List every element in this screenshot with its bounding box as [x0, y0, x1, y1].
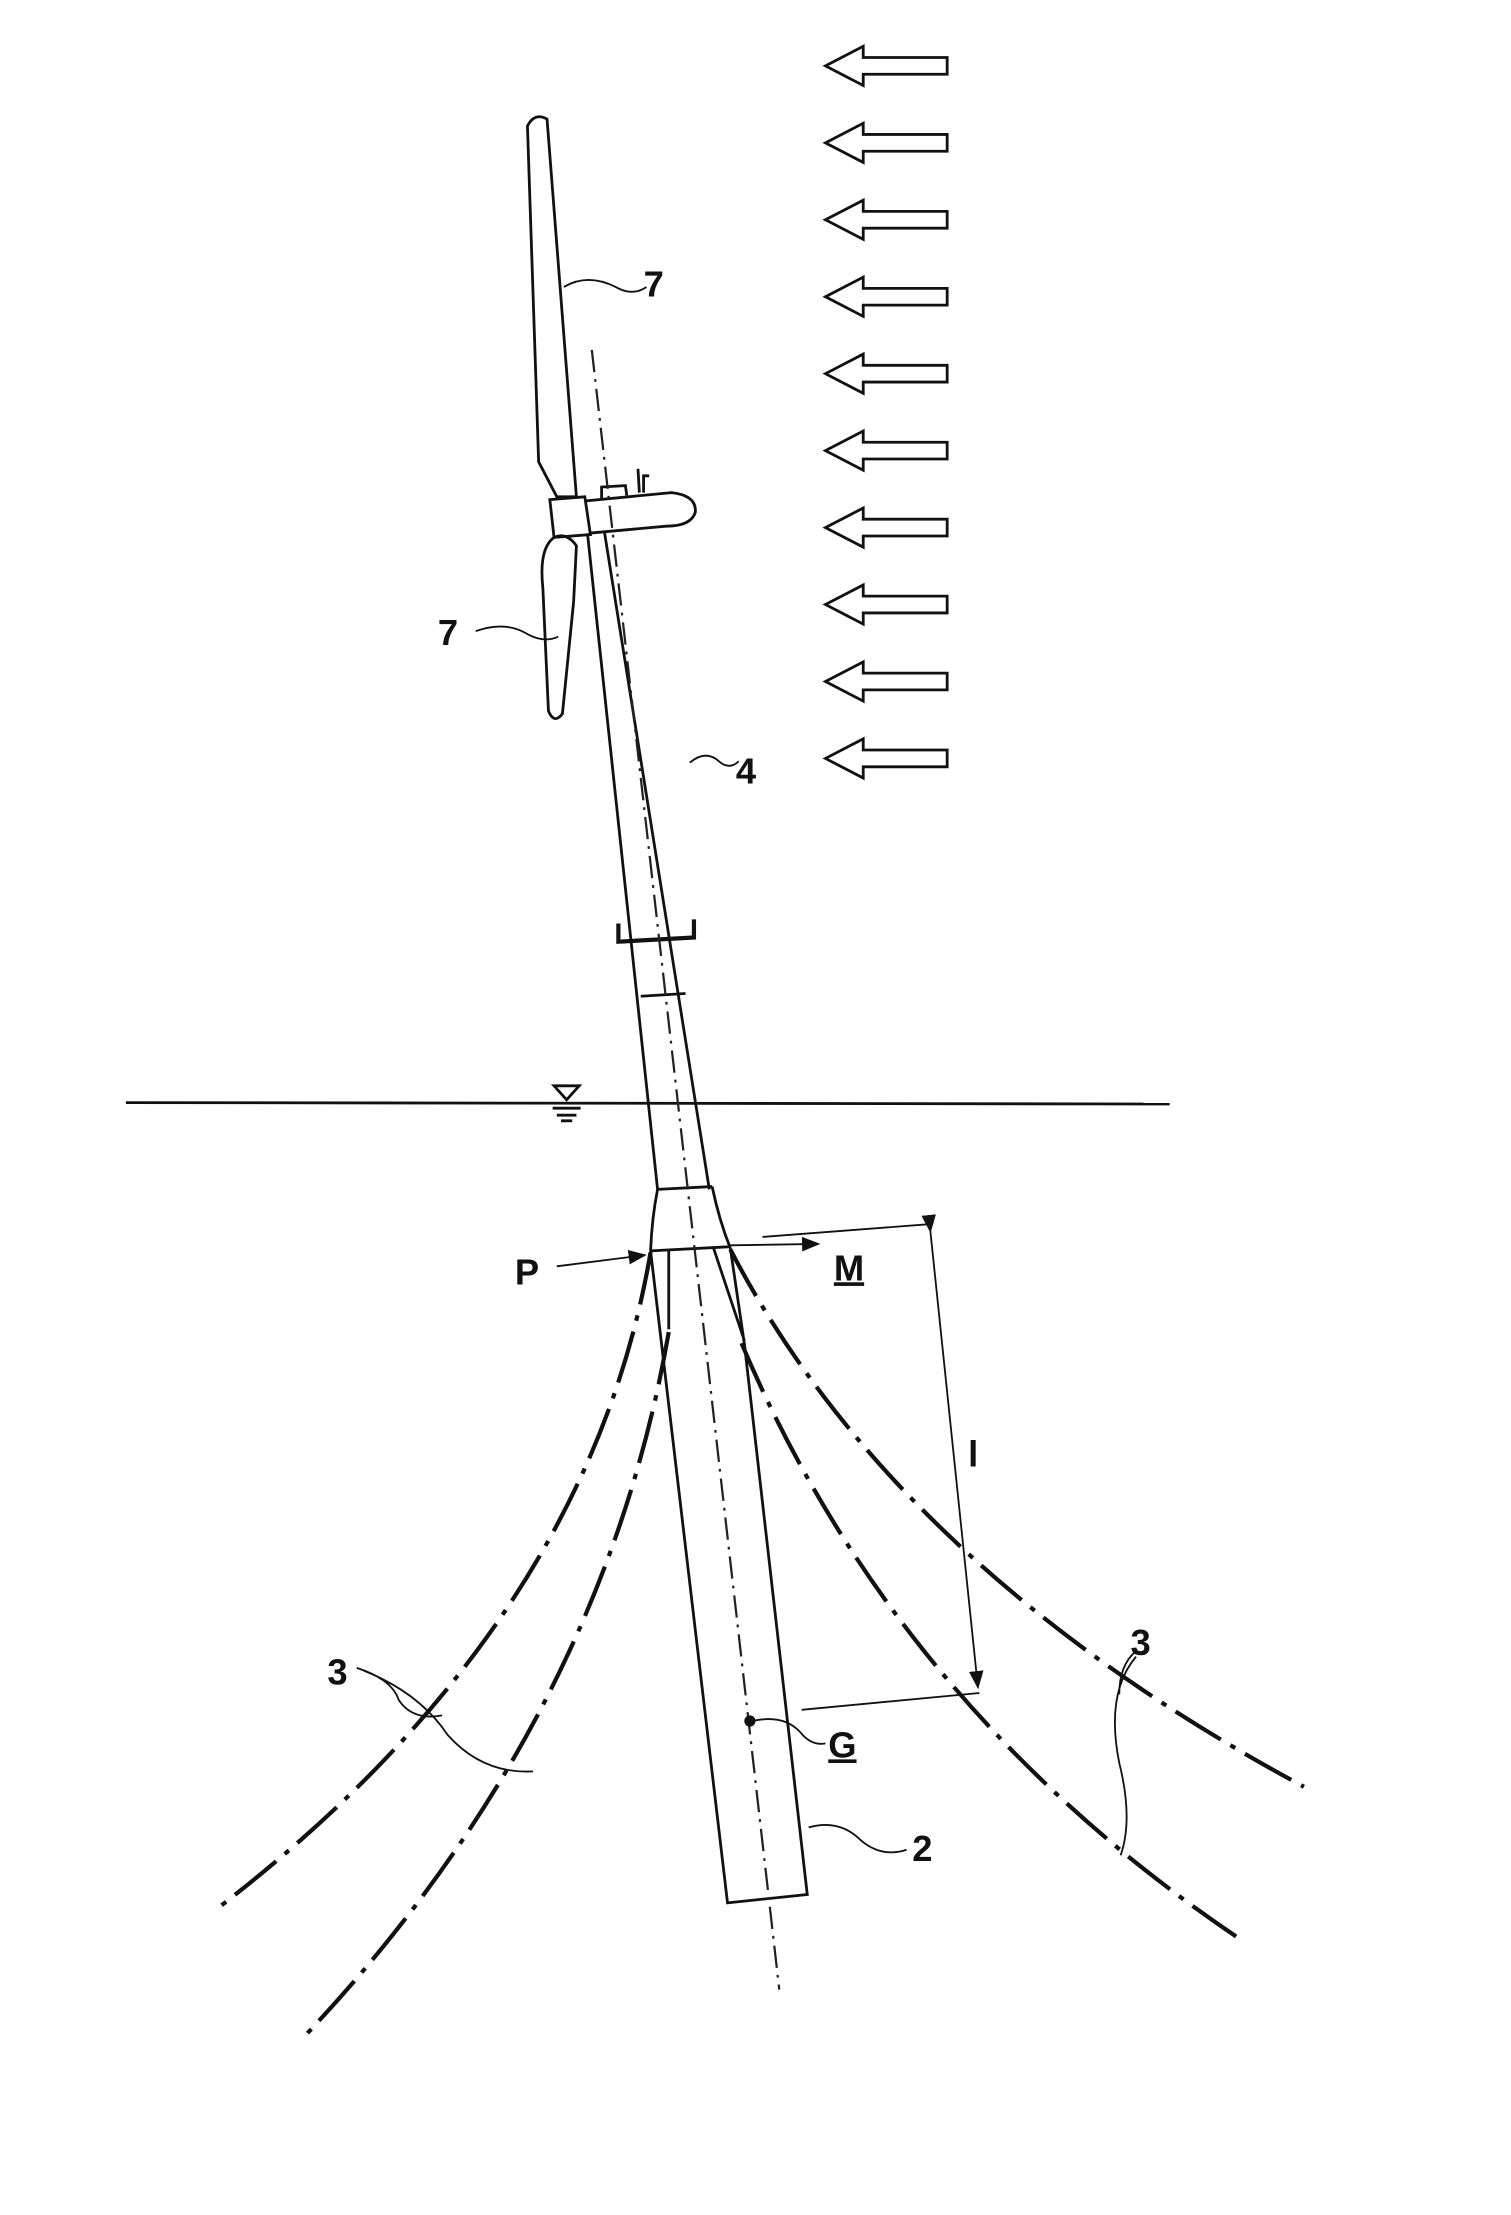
label-p: P: [515, 1251, 539, 1292]
water-level-symbol: [550, 1084, 583, 1123]
leader-7-upper: [563, 279, 647, 293]
rotor-hub: [548, 495, 593, 539]
spar-buoy: [649, 1247, 809, 1905]
water-surface: [125, 1101, 1170, 1106]
tower-segment-joint: [640, 992, 686, 998]
force-p-arrow: [556, 1249, 647, 1268]
dimension-line-l: [921, 1214, 984, 1690]
upper-blade: [526, 115, 578, 499]
mooring-line-left-outer: [219, 1251, 653, 1908]
wind-arrow: [822, 428, 949, 473]
label-3-right: 3: [1130, 1622, 1150, 1663]
tower: [586, 531, 711, 1190]
anemometer: [636, 468, 650, 493]
nacelle: [584, 491, 697, 535]
wind-arrow: [822, 44, 949, 88]
tower-flange: [616, 919, 697, 944]
wind-arrow: [822, 582, 949, 627]
dimension-extension-lines: [762, 1223, 980, 1711]
wind-arrow: [822, 659, 949, 704]
wind-arrow: [822, 274, 949, 319]
label-7-lower: 7: [438, 612, 458, 653]
label-m: M: [834, 1247, 864, 1288]
label-2: 2: [912, 1828, 932, 1869]
center-of-gravity-dot: [744, 1715, 756, 1727]
leader-3-left: [356, 1666, 534, 1773]
label-4: 4: [736, 751, 757, 792]
mooring-line-left-inner: [303, 1331, 671, 2038]
wind-arrow: [822, 736, 949, 781]
lower-blade: [540, 534, 578, 720]
leader-4: [689, 754, 740, 767]
wind-arrows: [822, 44, 949, 781]
leader-2: [808, 1824, 907, 1854]
mooring-line-right-outer: [728, 1248, 1305, 1789]
transition-piece: [649, 1185, 732, 1253]
wind-arrow: [822, 120, 949, 165]
wind-arrow: [822, 505, 949, 550]
center-axis: [590, 349, 781, 1990]
moment-m-arrow: [730, 1236, 821, 1252]
nacelle-hatch: [600, 484, 629, 499]
wind-arrow: [822, 351, 949, 396]
label-7-upper: 7: [644, 264, 664, 305]
wind-arrow: [822, 197, 949, 242]
label-l: l: [968, 1433, 978, 1474]
leader-3-right: [1114, 1650, 1137, 1856]
mooring-line-right-inner: [739, 1342, 1240, 1940]
label-3-left: 3: [327, 1652, 347, 1693]
label-g: G: [828, 1724, 856, 1765]
leader-7-lower: [475, 625, 559, 641]
leader-g: [752, 1718, 826, 1745]
